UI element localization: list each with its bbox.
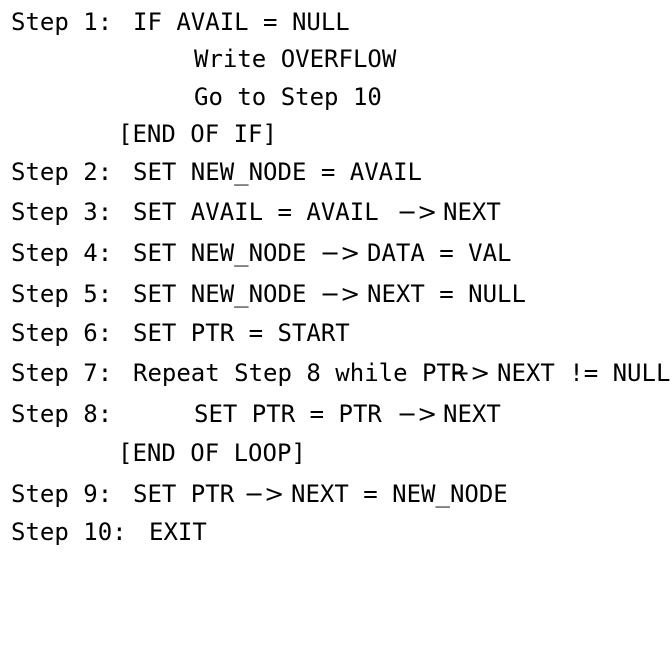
step-5-code-before: SET NEW_NODE: [133, 280, 307, 308]
step-8-line: Step 8: SET PTR = PTR −> NEXT: [0, 398, 501, 430]
step-5-line: Step 5: SET NEW_NODE −> NEXT = NULL: [0, 278, 526, 310]
step-3-code-after: NEXT: [443, 198, 501, 226]
step-1-label: Step 1:: [11, 8, 113, 36]
step-4-label: Step 4:: [11, 239, 113, 267]
step-3-arrow: −>: [397, 198, 438, 226]
step-4-arrow: −>: [320, 239, 361, 267]
step-8-code-before: SET PTR = PTR: [194, 400, 382, 428]
step-3-line: Step 3: SET AVAIL = AVAIL −> NEXT: [0, 196, 501, 228]
step-4-code-after: DATA = VAL: [367, 239, 512, 267]
step-3-code-before: SET AVAIL = AVAIL: [133, 198, 379, 226]
step-9-label: Step 9:: [11, 480, 113, 508]
step-7-arrow: −>: [450, 359, 491, 387]
step-2-label: Step 2:: [11, 158, 113, 186]
step-7-label: Step 7:: [11, 359, 113, 387]
step-1-write-line: Write OVERFLOW: [0, 43, 396, 75]
step-1-line: Step 1: IF AVAIL = NULL: [0, 6, 350, 38]
step-2-line: Step 2: SET NEW_NODE = AVAIL: [0, 156, 422, 188]
step-2-code: SET NEW_NODE = AVAIL: [133, 158, 422, 186]
step-8-arrow: −>: [397, 400, 438, 428]
step-9-line: Step 9: SET PTR −> NEXT = NEW_NODE: [0, 478, 508, 510]
write-overflow-text: Write OVERFLOW: [194, 45, 397, 73]
step-10-code: EXIT: [149, 518, 207, 546]
algorithm-listing: Step 1: IF AVAIL = NULL Write OVERFLOW G…: [0, 6, 670, 548]
step-10-line: Step 10: EXIT: [0, 516, 207, 548]
step-1-code: IF AVAIL = NULL: [133, 8, 350, 36]
step-9-code-before: SET PTR: [133, 480, 235, 508]
step-5-code-after: NEXT = NULL: [367, 280, 526, 308]
step-6-line: Step 6: SET PTR = START: [0, 317, 350, 349]
step-9-code-after: NEXT = NEW_NODE: [291, 480, 508, 508]
step-8-code-after: NEXT: [443, 400, 501, 428]
step-10-label: Step 10:: [11, 518, 127, 546]
step-6-code: SET PTR = START: [133, 319, 350, 347]
step-4-line: Step 4: SET NEW_NODE −> DATA = VAL: [0, 237, 512, 269]
end-loop-text: [END OF LOOP]: [118, 439, 306, 467]
end-if-text: [END OF IF]: [118, 120, 277, 148]
step-1-goto-line: Go to Step 10: [0, 81, 382, 113]
step-6-label: Step 6:: [11, 319, 113, 347]
step-7-code-after: NEXT != NULL: [497, 359, 671, 387]
goto-step-10-text: Go to Step 10: [194, 83, 382, 111]
step-3-label: Step 3:: [11, 198, 113, 226]
end-if-line: [END OF IF]: [0, 118, 277, 150]
step-8-label: Step 8:: [11, 400, 113, 428]
step-7-line: Step 7: Repeat Step 8 while PTR −> NEXT …: [0, 357, 670, 389]
step-5-label: Step 5:: [11, 280, 113, 308]
step-5-arrow: −>: [320, 280, 361, 308]
step-9-arrow: −>: [244, 480, 285, 508]
end-loop-line: [END OF LOOP]: [0, 437, 306, 469]
step-4-code-before: SET NEW_NODE: [133, 239, 307, 267]
step-7-code-before: Repeat Step 8 while PTR: [133, 359, 466, 387]
